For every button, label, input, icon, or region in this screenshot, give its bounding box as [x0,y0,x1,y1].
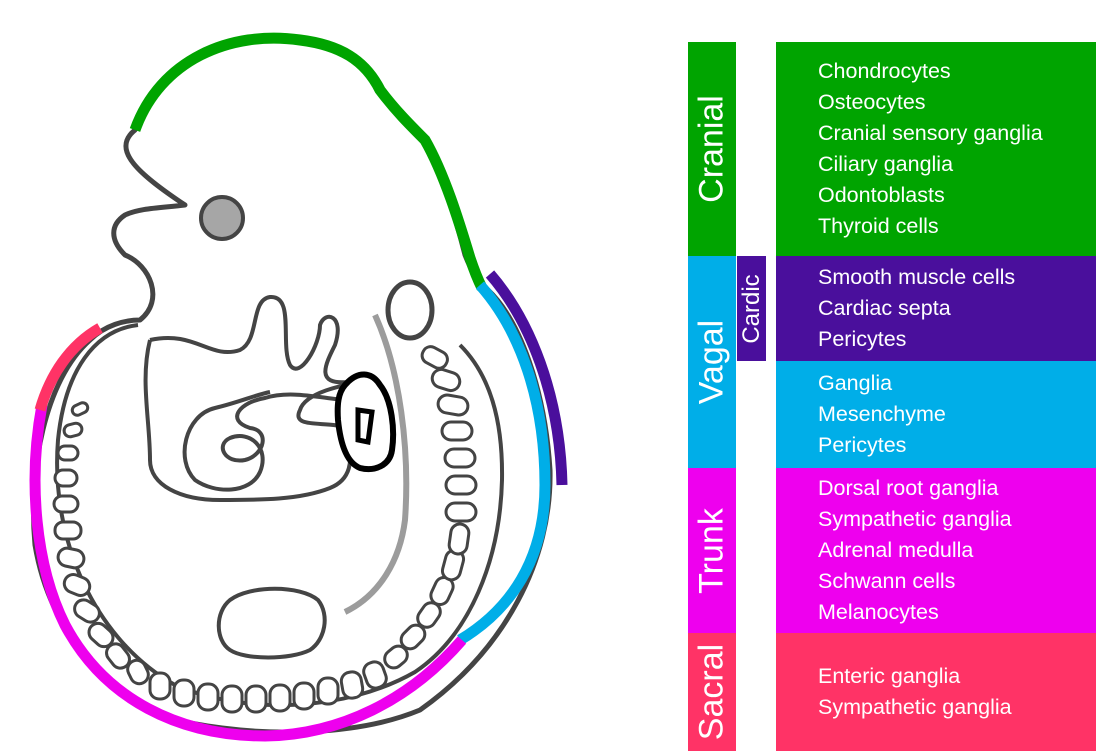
derivative-item: Sympathetic ganglia [818,692,1096,723]
derivative-item: Enteric ganglia [818,661,1096,692]
vagal-region-label: Vagal [693,320,732,404]
cardic-derivatives-box: Smooth muscle cells Cardiac septa Pericy… [776,256,1096,361]
trunk-region-label: Trunk [693,508,732,594]
cranial-derivatives-box: Chondrocytes Osteocytes Cranial sensory … [776,42,1096,256]
sacral-band [40,328,100,410]
derivative-item: Smooth muscle cells [818,262,1096,293]
trunk-region-bar: Trunk [688,468,736,633]
cranial-region-label: Cranial [693,95,732,203]
derivative-item: Thyroid cells [818,211,1096,242]
cardic-region-label: Cardic [738,274,766,343]
cranial-band [135,38,482,288]
embryo-illustration [0,0,600,751]
derivative-item: Dorsal root ganglia [818,473,1096,504]
yolk-sac [219,589,325,658]
trunk-derivatives-box: Dorsal root ganglia Sympathetic ganglia … [776,468,1096,633]
derivative-item: Cardiac septa [818,293,1096,324]
cranial-region-bar: Cranial [688,42,736,256]
derivative-item: Schwann cells [818,566,1096,597]
cardic-region-bar: Cardic [737,256,766,361]
derivative-item: Adrenal medulla [818,535,1096,566]
derivative-item: Cranial sensory ganglia [818,118,1096,149]
vagal-derivatives-box: Ganglia Mesenchyme Pericytes [776,361,1096,468]
sacral-region-bar: Sacral [688,633,736,751]
derivative-item: Chondrocytes [818,56,1096,87]
vagal-region-bar: Vagal [688,256,736,468]
limb-bud-line [146,340,350,500]
sacral-derivatives-box: Enteric ganglia Sympathetic ganglia [776,633,1096,751]
derivative-item: Pericytes [818,324,1096,355]
trunk-band [35,405,462,736]
derivative-item: Ganglia [818,368,1096,399]
derivative-item: Odontoblasts [818,180,1096,211]
eye [201,197,243,239]
derivative-item: Melanocytes [818,597,1096,628]
sacral-region-label: Sacral [693,644,732,740]
derivative-item: Pericytes [818,430,1096,461]
derivative-item: Osteocytes [818,87,1096,118]
pharyngeal-pouch [358,410,372,442]
derivative-item: Mesenchyme [818,399,1096,430]
otic-vesicle [388,282,432,338]
derivative-item: Ciliary ganglia [818,149,1096,180]
derivative-item: Sympathetic ganglia [818,504,1096,535]
